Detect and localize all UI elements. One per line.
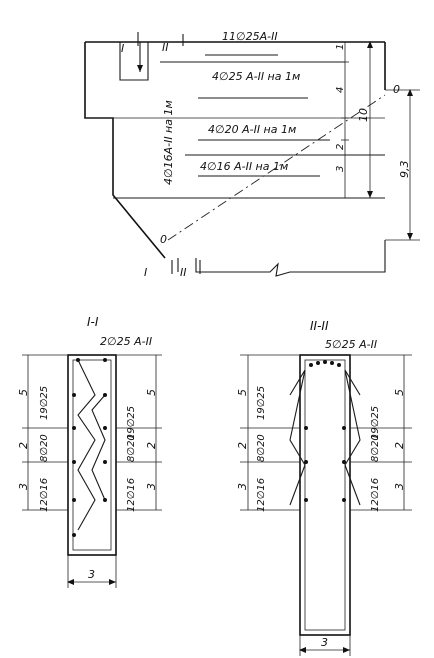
- section-2-bar: [342, 498, 346, 502]
- section-2-bar: [337, 363, 341, 367]
- dim-4-label: 4: [335, 87, 346, 93]
- s2-right-mid: 8∅20: [370, 434, 381, 462]
- s2-left-upper: 19∅25: [256, 386, 267, 420]
- section-1-bar: [103, 498, 107, 502]
- section-2-bar: [304, 426, 308, 430]
- axis-line: [167, 94, 386, 241]
- section-2-stirrup: [304, 359, 346, 631]
- s2-right-upper: 19∅25: [370, 406, 381, 440]
- s1-dim-3-right: 3: [145, 483, 158, 490]
- column-stub: [119, 42, 149, 81]
- axis-mark-left: 0: [160, 233, 167, 246]
- s1-width-label: 3: [88, 568, 95, 581]
- section-1-bar: [103, 460, 107, 464]
- s1-dim-5-left: 5: [17, 389, 30, 396]
- s2-dim-3-left: 3: [236, 483, 249, 490]
- s1-right-mid: 8∅20: [126, 434, 137, 462]
- section-1-bar: [72, 498, 76, 502]
- section-1-left-tie: [77, 359, 96, 531]
- bars-vertical-label: 4∅16А-II на 1м: [162, 100, 175, 185]
- s1-right-upper: 19∅25: [126, 406, 137, 440]
- s2-left-mid: 8∅20: [256, 434, 267, 462]
- section-1-bar: [72, 393, 76, 397]
- section-2-bar: [309, 363, 313, 367]
- section-mark-2-bottom: II: [180, 266, 187, 279]
- section-mark-1-top: I: [121, 42, 124, 55]
- section-2-bar: [342, 460, 346, 464]
- dim-2-label: 2: [335, 144, 346, 150]
- bars-top-label: 11∅25А-II: [222, 30, 278, 43]
- section-1-bar: [72, 533, 76, 537]
- section-1-view: I-I 2∅25 А-II 5 2 3 19∅25 8∅20 12∅16: [17, 315, 162, 588]
- section-1-bar: [103, 393, 107, 397]
- dim-1-label: 1: [335, 44, 346, 50]
- dim-93-label: 9,3: [398, 161, 411, 179]
- section-1-bar: [103, 426, 107, 430]
- s2-left-lower: 12∅16: [256, 478, 267, 512]
- section-1-bar: [72, 460, 76, 464]
- s2-dim-2-left: 2: [236, 442, 249, 449]
- section-1-bar: [76, 358, 80, 362]
- bars-row-3-label: 4∅16 А-II на 1м: [200, 160, 288, 173]
- s1-left-upper: 19∅25: [39, 386, 50, 420]
- s1-dim-2-left: 2: [17, 442, 30, 449]
- s2-width-label: 3: [321, 636, 328, 649]
- section-1-outline: [67, 354, 117, 556]
- s1-dim-5-right: 5: [145, 389, 158, 396]
- dim-3-label: 3: [335, 166, 346, 172]
- section-2-title: II-II: [310, 319, 329, 333]
- section-1-top-bars: 2∅25 А-II: [100, 335, 152, 348]
- section-mark-1-bottom: I: [144, 266, 147, 279]
- section-2-outline: [299, 354, 351, 636]
- section-2-bar: [304, 460, 308, 464]
- section-2-bar: [342, 426, 346, 430]
- s1-dim-3-left: 3: [17, 483, 30, 490]
- s1-dim-2-right: 2: [145, 442, 158, 449]
- s2-dim-5-left: 5: [236, 389, 249, 396]
- section-1-bar: [103, 358, 107, 362]
- s2-dim-3-right: 3: [393, 483, 406, 490]
- s1-left-mid: 8∅20: [39, 434, 50, 462]
- section-2-bar: [316, 361, 320, 365]
- elevation-view: I II 11∅25А-II 4∅25 А-II на 1м 4∅20 А-II…: [84, 30, 420, 279]
- s2-dim-5-right: 5: [393, 389, 406, 396]
- section-2-right-tie: [344, 369, 361, 506]
- section-2-top-bars: 5∅25 А-II: [325, 338, 377, 351]
- axis-mark-right: 0: [393, 83, 400, 96]
- dim-10-label: 10: [357, 108, 370, 122]
- section-1-stirrup: [72, 359, 112, 551]
- base-outline: [195, 240, 386, 277]
- section-2-bar: [304, 498, 308, 502]
- s1-left-lower: 12∅16: [39, 478, 50, 512]
- section-2-bar: [330, 361, 334, 365]
- section-mark-2-top: II: [162, 41, 169, 54]
- s2-right-lower: 12∅16: [370, 478, 381, 512]
- bars-row-1-label: 4∅25 А-II на 1м: [212, 70, 300, 83]
- section-2-left-tie: [289, 369, 306, 506]
- section-1-title: I-I: [87, 315, 99, 329]
- section-1-bar: [72, 426, 76, 430]
- bars-row-2-label: 4∅20 А-II на 1м: [208, 123, 296, 136]
- section-2-bar: [323, 360, 327, 364]
- section-2-view: II-II 5∅25 А-II 5 2 3 19∅25 8∅20 12∅16: [236, 319, 412, 656]
- s2-dim-2-right: 2: [393, 442, 406, 449]
- section-1-right-tie: [91, 394, 106, 501]
- s1-right-lower: 12∅16: [126, 478, 137, 512]
